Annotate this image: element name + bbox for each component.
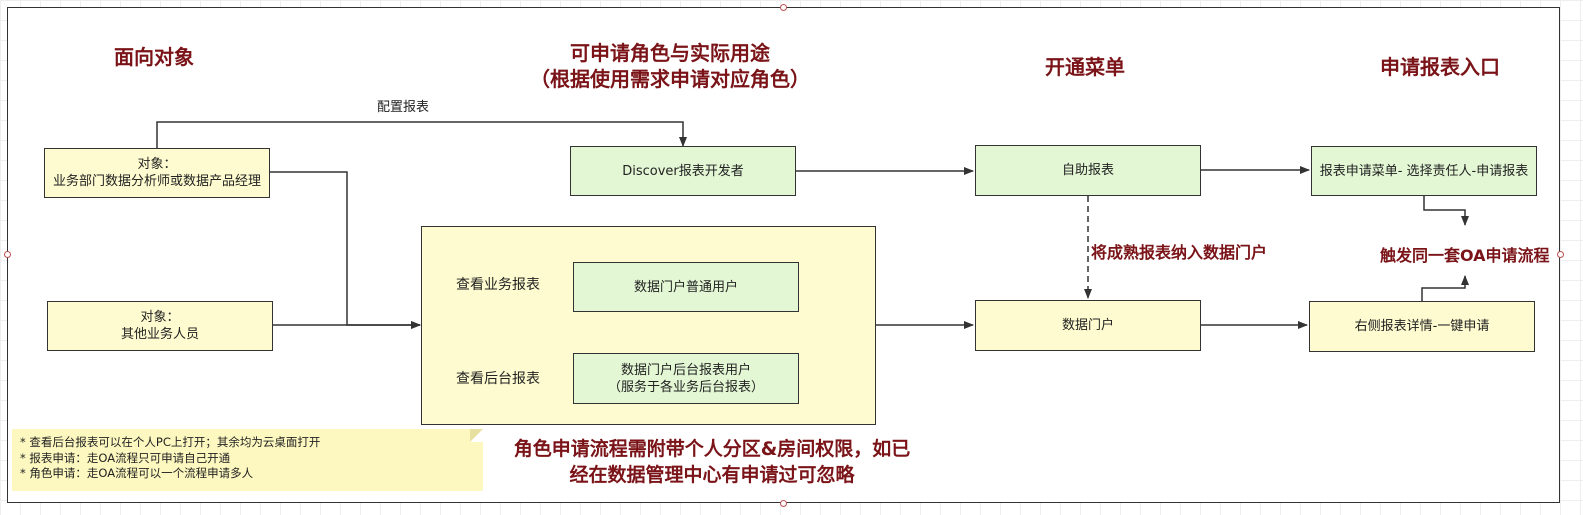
node-analyst-line2: 业务部门数据分析师或数据产品经理 xyxy=(52,174,261,189)
selection-handle-bottom[interactable] xyxy=(780,500,787,507)
node-portal-backend-line1: 数据门户后台报表用户 xyxy=(620,362,751,378)
selection-handle-left[interactable] xyxy=(4,251,11,258)
node-other-staff[interactable]: 对象： 其他业务人员 xyxy=(47,301,273,351)
node-portal-backend-line2: （服务于各业务后台报表） xyxy=(607,379,764,395)
note-fold-corner xyxy=(470,429,483,442)
note-line-2: * 报表申请：走OA流程只可申请自己开通 xyxy=(20,450,231,465)
node-analyst[interactable]: 对象： 业务部门数据分析师或数据产品经理 xyxy=(44,148,270,198)
selection-handle-top[interactable] xyxy=(780,4,787,11)
node-portal-user[interactable]: 数据门户普通用户 xyxy=(573,262,799,312)
note-line-3: * 角色申请：走OA流程可以一个流程申请多人 xyxy=(20,466,254,480)
node-discover-developer[interactable]: Discover报表开发者 xyxy=(570,146,796,196)
node-right-detail[interactable]: 右侧报表详情-一键申请 xyxy=(1309,301,1535,352)
note-line-1: * 查看后台报表可以在个人PC上打开；其余均为云桌面打开 xyxy=(20,435,321,449)
edge-menu-to-oa xyxy=(1423,196,1469,226)
label-view-backend: 查看后台报表 xyxy=(456,371,540,387)
node-data-portal[interactable]: 数据门户 xyxy=(975,300,1201,351)
label-oa-trigger: 触发同一套OA申请流程 xyxy=(1380,246,1550,265)
selection-handle-right[interactable] xyxy=(1557,251,1564,258)
edge-detail-to-oa xyxy=(1421,275,1469,301)
heading-roles-line1: 可申请角色与实际用途 xyxy=(570,41,770,65)
node-self-report[interactable]: 自助报表 xyxy=(975,145,1201,196)
label-view-business: 查看业务报表 xyxy=(456,277,540,293)
note-box: * 查看后台报表可以在个人PC上打开；其余均为云桌面打开 * 报表申请：走OA流… xyxy=(12,429,483,491)
heading-menu: 开通菜单 xyxy=(1045,55,1125,79)
label-config-report: 配置报表 xyxy=(377,100,430,115)
warning-line-2: 经在数据管理中心有申请过可忽略 xyxy=(569,464,855,486)
node-other-staff-line1: 对象： xyxy=(140,310,180,325)
node-portal-backend-user[interactable]: 数据门户后台报表用户 （服务于各业务后台报表） xyxy=(573,353,799,404)
warning-line-1: 角色申请流程需附带个人分区&房间权限，如已 xyxy=(513,438,911,460)
node-report-menu[interactable]: 报表申请菜单- 选择责任人-申请报表 xyxy=(1311,146,1537,196)
label-mature-into-portal: 将成熟报表纳入数据门户 xyxy=(1091,243,1268,262)
node-analyst-line1: 对象： xyxy=(137,157,177,172)
heading-entry: 申请报表入口 xyxy=(1380,55,1500,79)
edge-analyst-to-discover xyxy=(156,121,687,148)
node-other-staff-line2: 其他业务人员 xyxy=(120,327,199,342)
edge-analyst-to-container xyxy=(269,171,421,329)
heading-roles-line2: （根据使用需求申请对应角色） xyxy=(530,67,810,91)
heading-audience: 面向对象 xyxy=(114,45,194,69)
warning-text: 角色申请流程需附带个人分区&房间权限，如已 经在数据管理中心有申请过可忽略 xyxy=(489,436,935,488)
